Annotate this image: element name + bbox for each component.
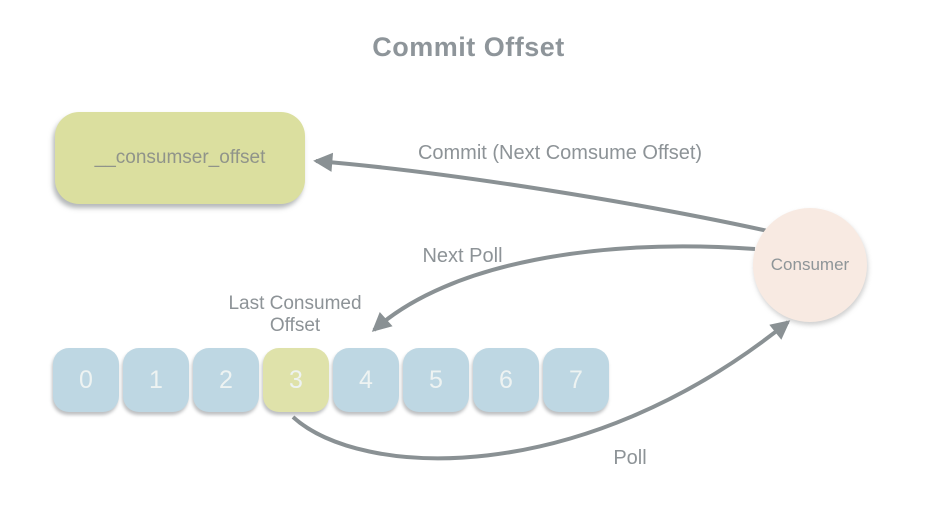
partition-row: 0 1 2 3 4 5 6 7: [53, 348, 609, 412]
consumer-label: Consumer: [770, 255, 850, 274]
last-consumed-offset-label: Last Consumed Offset: [228, 293, 362, 336]
partition-cell: 5: [403, 348, 469, 412]
partition-cell-last-consumed: 3: [263, 348, 329, 412]
partition-cell: 7: [543, 348, 609, 412]
partition-cell: 0: [53, 348, 119, 412]
partition-cell: 1: [123, 348, 189, 412]
commit-arrow: [313, 152, 769, 233]
commit-arrow-label: Commit (Next Comsume Offset): [417, 142, 703, 164]
consumer-offset-topic-label: __consumser_offset: [94, 147, 266, 168]
consumer-offset-topic-box: __consumser_offset: [55, 112, 305, 204]
partition-cell: 6: [473, 348, 539, 412]
page-title: Commit Offset: [372, 32, 565, 62]
partition-cell: 2: [193, 348, 259, 412]
next-poll-arrow-label: Next Poll: [422, 245, 503, 267]
poll-arrow-label: Poll: [613, 447, 647, 469]
consumer-circle: Consumer: [753, 208, 867, 322]
partition-cell: 4: [333, 348, 399, 412]
